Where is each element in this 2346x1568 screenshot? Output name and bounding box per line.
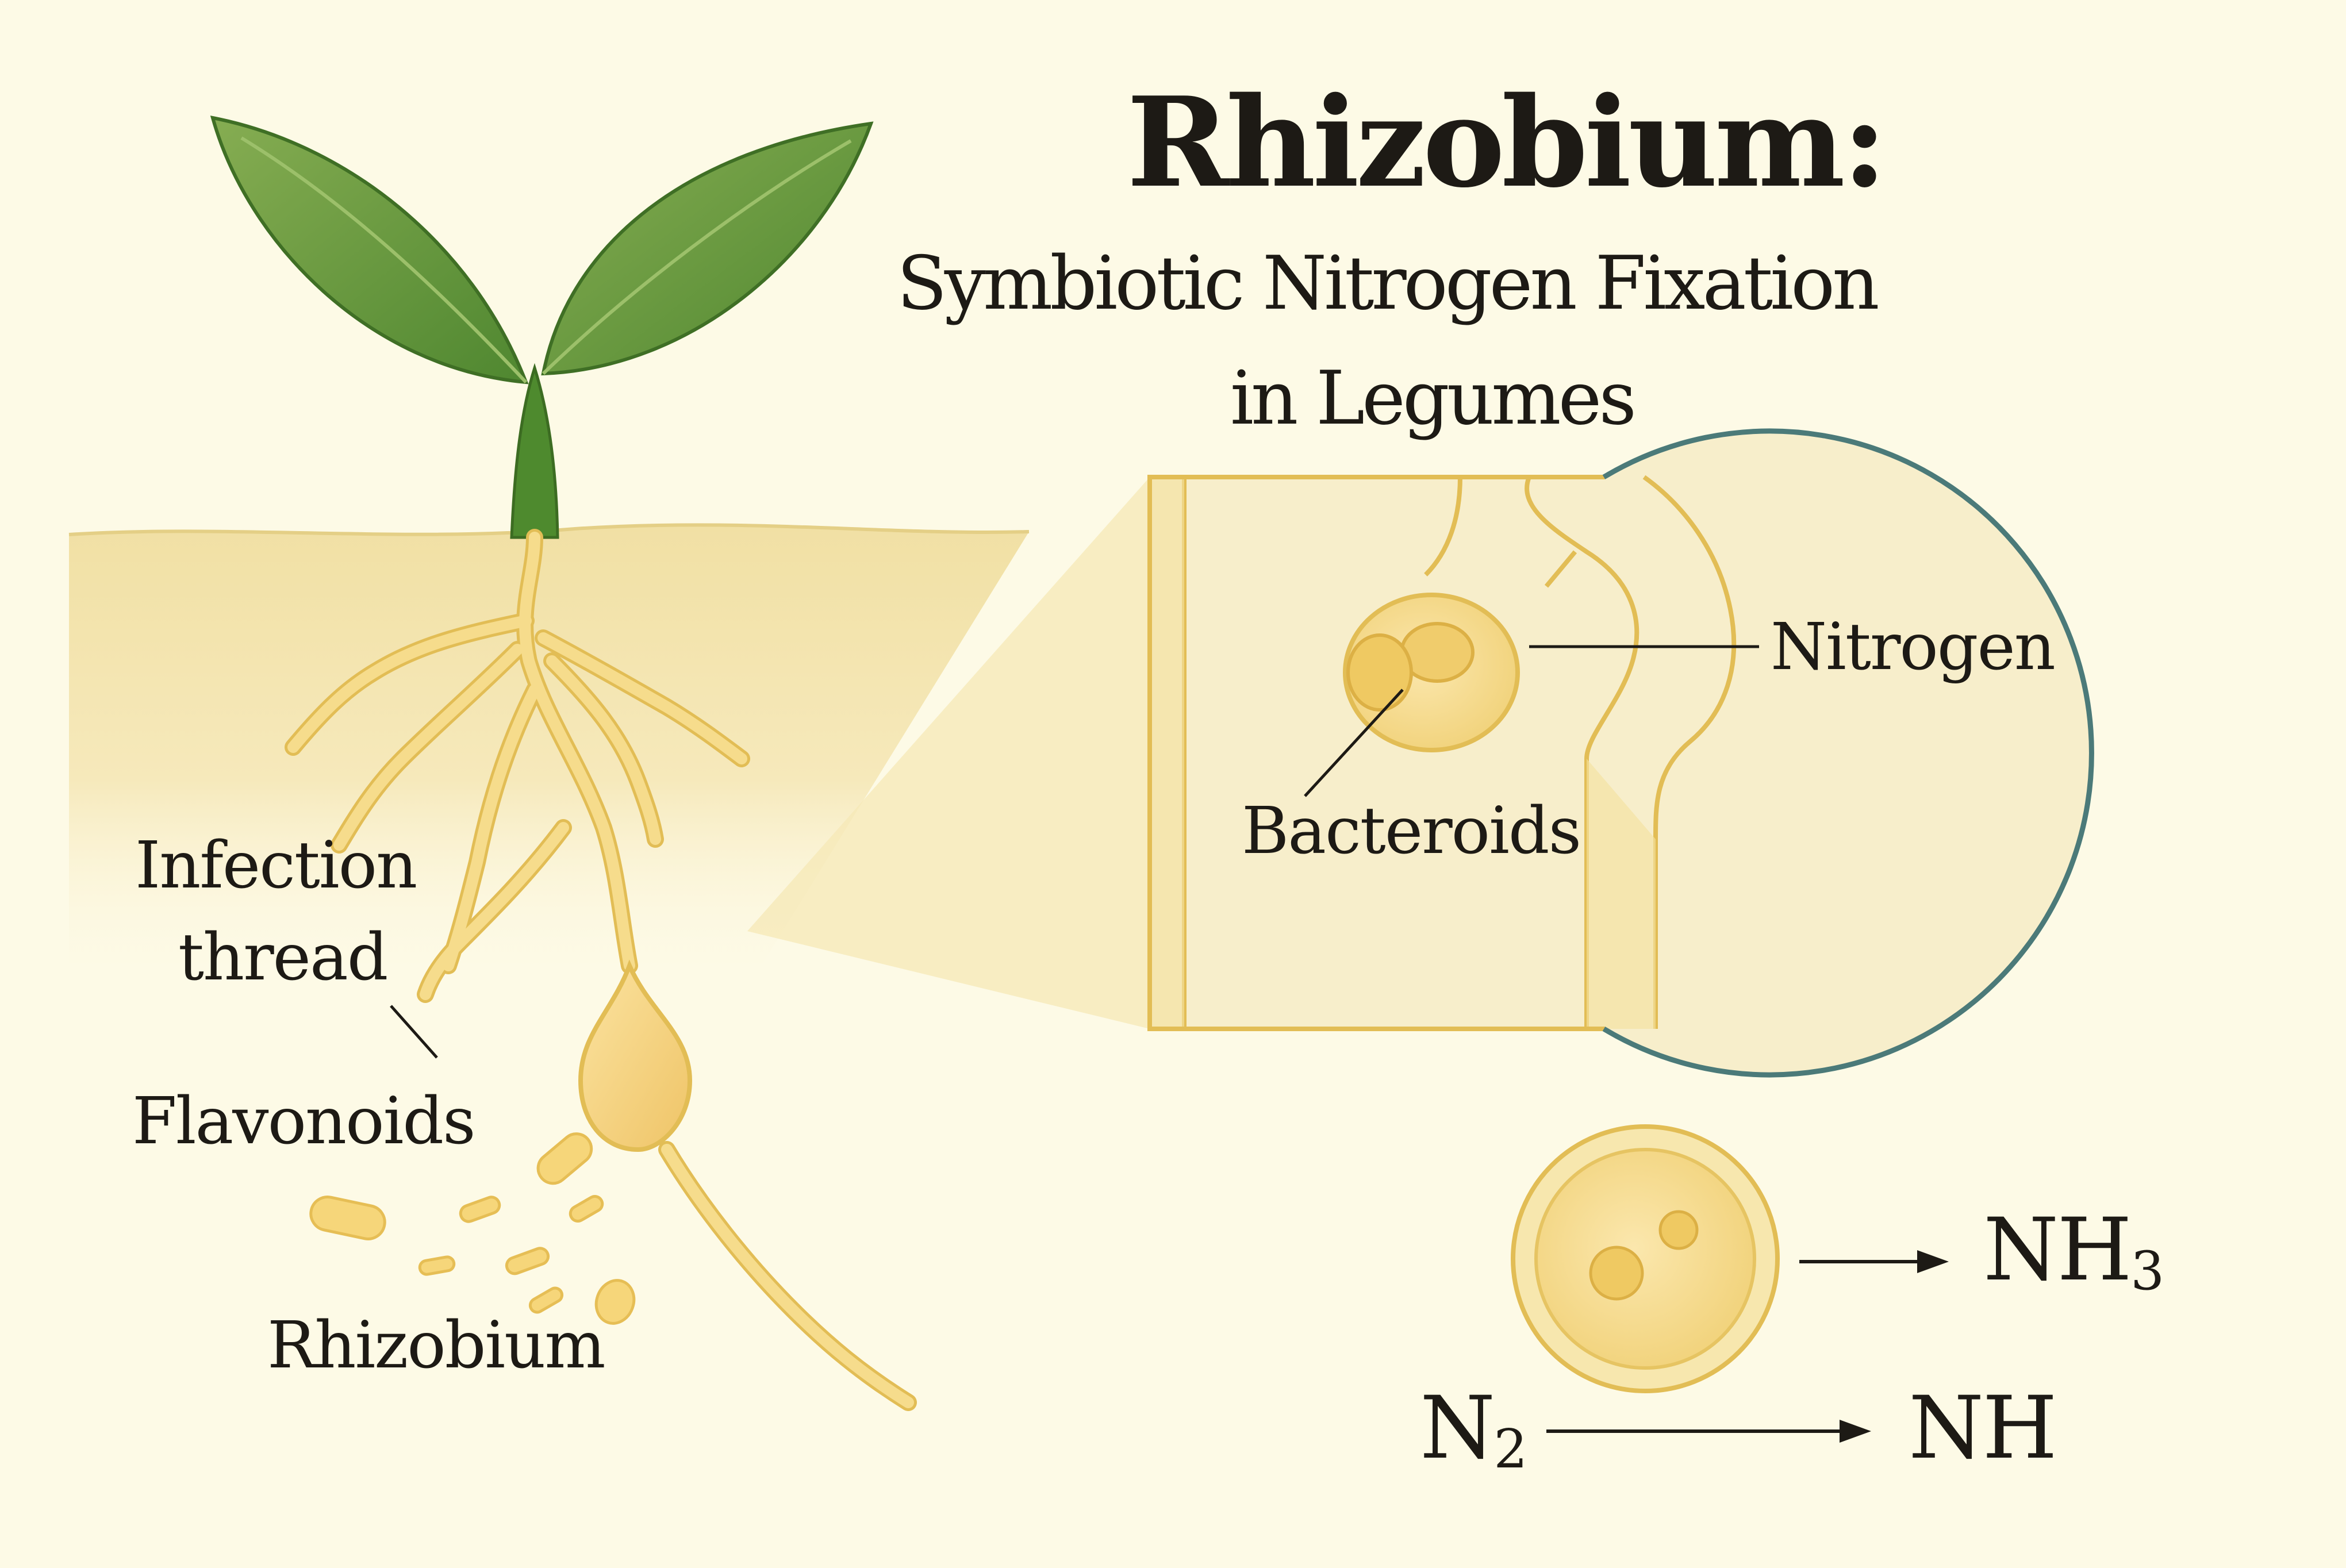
- label-nitrogen: Nitrogen: [1771, 610, 2056, 685]
- right-leaf: [541, 121, 874, 376]
- inset-circle-border: [1602, 428, 2094, 1078]
- soil-region: [69, 525, 1029, 989]
- n2-base: N: [1420, 1378, 1495, 1478]
- label-infection-thread-line-2: thread: [178, 920, 388, 995]
- fixing-cell: [1511, 1124, 1780, 1393]
- stem: [510, 363, 559, 539]
- nh3-base: NH: [1983, 1200, 2132, 1300]
- title-line-2: Symbiotic Nitrogen Fixation: [897, 241, 1880, 326]
- left-leaf: [210, 116, 529, 385]
- rhizobium-bacteria: [309, 1132, 636, 1325]
- label-flavonoids: Flavonoids: [132, 1084, 476, 1159]
- bacteroid: [1346, 633, 1413, 712]
- root-system: [285, 529, 917, 1411]
- product-nh: NH: [1909, 1378, 2057, 1478]
- root-nodule: [578, 959, 693, 1152]
- soil-surface-line: [68, 523, 1030, 536]
- reaction-arrows: [1546, 1250, 1949, 1443]
- label-bacteroids: Bacteroids: [1242, 794, 1581, 868]
- title-line-3: in Legumes: [1230, 356, 1637, 441]
- nh3-subscript: 3: [2130, 1239, 2164, 1302]
- leader-lines: [390, 645, 1759, 1059]
- nodule-inset: [1147, 428, 2094, 1078]
- n2-subscript: 2: [1493, 1417, 1527, 1480]
- product-nh3: NH3: [1983, 1207, 2164, 1297]
- label-rhizobium: Rhizobium: [267, 1308, 606, 1383]
- label-infection-thread-line-1: Infection: [135, 828, 417, 903]
- reactant-n2: N2: [1420, 1385, 1527, 1475]
- title-line-1: Rhizobium:: [1127, 70, 1887, 215]
- zoom-cone: [747, 477, 1150, 1029]
